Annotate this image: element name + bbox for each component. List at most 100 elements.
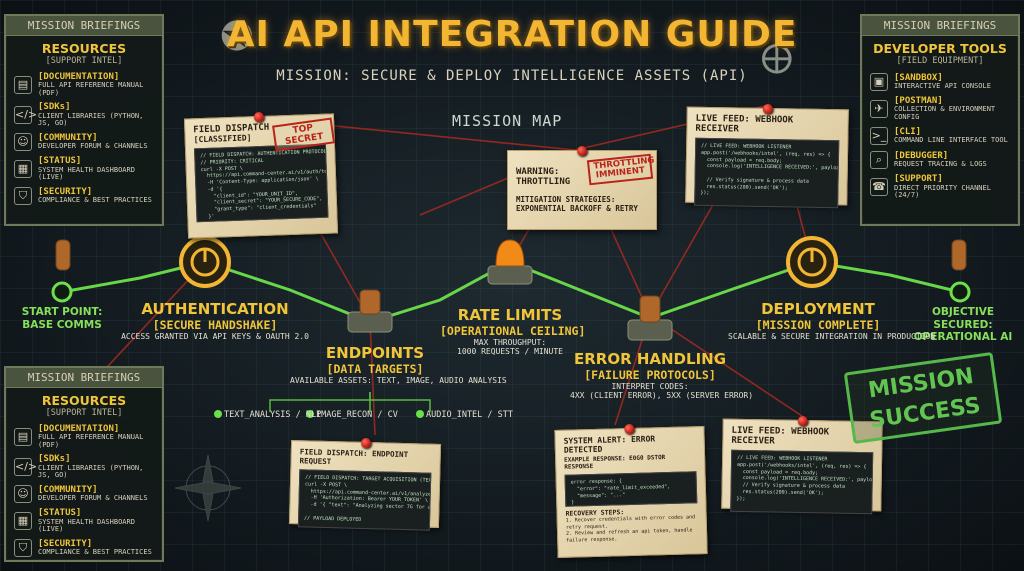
end-point-marker bbox=[949, 281, 971, 303]
panel-header: MISSION BRIEFINGS bbox=[6, 16, 162, 36]
debugger-icon: ⌕ bbox=[870, 151, 888, 170]
error-handling-relay bbox=[627, 295, 673, 341]
tool-item-debugger[interactable]: ⌕[DEBUGGER]REQUEST TRACING & LOGS bbox=[862, 148, 1018, 172]
push-pin-icon bbox=[253, 111, 265, 123]
node-desc: MAX THROUGHPUT: bbox=[473, 338, 547, 347]
node-desc: 1000 REQUESTS / MINUTE bbox=[457, 347, 563, 356]
recovery-steps: 1. Recover credentials with error codes … bbox=[565, 514, 696, 544]
warning-line2: THROTTLING bbox=[516, 177, 571, 187]
resource-item-community[interactable]: ☺[COMMUNITY]DEVELOPER FORUM & CHANNELS bbox=[6, 482, 162, 506]
community-icon: ☺ bbox=[14, 485, 32, 504]
resource-item-sdks[interactable]: </>[SDKs]CLIENT LIBRARIES (PYTHON, JS, G… bbox=[6, 452, 162, 482]
item-desc: CLIENT LIBRARIES (PYTHON, JS, GO) bbox=[38, 463, 144, 479]
item-desc: FULL API REFERENCE MANUAL (PDF) bbox=[38, 433, 144, 449]
resource-item-community[interactable]: ☺[COMMUNITY]DEVELOPER FORUM & CHANNELS bbox=[6, 130, 162, 154]
label-line2: OPERATIONAL AI bbox=[913, 331, 1013, 344]
item-desc: FULL API REFERENCE MANUAL (PDF) bbox=[38, 81, 144, 97]
resource-item-sdks[interactable]: </>[SDKs]CLIENT LIBRARIES (PYTHON, JS, G… bbox=[6, 100, 162, 130]
item-label: [SDKs] bbox=[38, 102, 71, 113]
push-pin-icon bbox=[624, 423, 635, 435]
label-line2: BASE COMMS bbox=[22, 318, 102, 331]
branch-dot bbox=[214, 410, 222, 418]
rate-limits-label[interactable]: RATE LIMITS [OPERATIONAL CEILING] MAX TH… bbox=[440, 306, 585, 356]
node-title: DEPLOYMENT bbox=[761, 300, 875, 318]
field-dispatch-card: FIELD DISPATCH [CLASSIFIED] TOP SECRET /… bbox=[183, 111, 339, 239]
panel-title: RESOURCES bbox=[41, 393, 127, 408]
warning-line1: WARNING: bbox=[516, 167, 560, 177]
item-desc: DIRECT PRIORITY CHANNEL (24/7) bbox=[894, 183, 991, 199]
panel-title: DEVELOPER TOOLS bbox=[873, 41, 1007, 56]
support-icon: ☎ bbox=[870, 178, 888, 197]
endpoints-label[interactable]: ENDPOINTS [DATA TARGETS] AVAILABLE ASSET… bbox=[290, 344, 507, 385]
push-pin-icon bbox=[577, 146, 587, 156]
tool-item-sandbox[interactable]: ▣[SANDBOX]INTERACTIVE API CONSOLE bbox=[862, 70, 1018, 94]
error-handling-label[interactable]: ERROR HANDLING [FAILURE PROTOCOLS] INTER… bbox=[570, 350, 753, 400]
resource-item-status[interactable]: ▦ [STATUS]SYSTEM HEALTH DASHBOARD (LIVE) bbox=[6, 154, 162, 184]
code-snippet: error response: { "error": "rate_limit_e… bbox=[564, 471, 698, 507]
deployment-node bbox=[786, 236, 838, 288]
resource-item-security[interactable]: ⛉[SECURITY]COMPLIANCE & BEST PRACTICES bbox=[6, 184, 162, 208]
shield-icon: ⛉ bbox=[14, 187, 32, 206]
code-icon: </> bbox=[14, 458, 37, 477]
sandbox-icon: ▣ bbox=[870, 73, 888, 91]
compass-rose bbox=[174, 454, 242, 522]
code-icon: </> bbox=[14, 106, 37, 125]
shield-icon: ⛉ bbox=[14, 539, 32, 558]
thread bbox=[649, 314, 806, 419]
label-line1: OBJECTIVE SECURED: bbox=[931, 306, 995, 331]
item-label: [STATUS] bbox=[38, 156, 82, 167]
branch-dot bbox=[306, 410, 314, 418]
terminal-icon: >_ bbox=[870, 127, 888, 146]
panel-header: MISSION BRIEFINGS bbox=[6, 368, 162, 388]
item-desc: SYSTEM HEALTH DASHBOARD (LIVE) bbox=[38, 517, 135, 534]
briefing-panel-developer-tools: MISSION BRIEFINGS DEVELOPER TOOLS [FIELD… bbox=[860, 14, 1020, 226]
label-line1: START POINT: bbox=[21, 306, 103, 318]
node-subtitle: [DATA TARGETS] bbox=[326, 362, 424, 376]
endpoint-request-card: FIELD DISPATCH: ENDPOINT REQUEST // FIEL… bbox=[288, 437, 442, 531]
item-desc: SYSTEM HEALTH DASHBOARD (LIVE) bbox=[38, 165, 135, 182]
node-subtitle: [MISSION COMPLETE] bbox=[755, 318, 881, 332]
mitigation-text: EXPONENTIAL BACKOFF & RETRY bbox=[516, 204, 638, 213]
page-title: AI API INTEGRATION GUIDE bbox=[226, 14, 798, 55]
item-label: [POSTMAN] bbox=[894, 96, 943, 106]
tool-item-cli[interactable]: >_[CLI]COMMAND LINE INTERFACE TOOL bbox=[862, 124, 1018, 148]
tool-item-support[interactable]: ☎[SUPPORT]DIRECT PRIORITY CHANNEL (24/7) bbox=[862, 172, 1018, 202]
tool-item-postman[interactable]: ✈[POSTMAN]COLLECTION & ENVIRONMENT CONFI… bbox=[862, 94, 1018, 124]
item-label: [COMMUNITY] bbox=[38, 484, 98, 495]
status-icon: ▦ bbox=[14, 160, 32, 179]
authentication-node bbox=[179, 236, 231, 288]
resource-item-status[interactable]: ▦[STATUS]SYSTEM HEALTH DASHBOARD (LIVE) bbox=[6, 506, 162, 536]
endpoint-branch-image[interactable]: IMAGE_RECON / CV bbox=[316, 410, 398, 420]
authentication-label[interactable]: AUTHENTICATION [SECURE HANDSHAKE] ACCESS… bbox=[120, 300, 310, 341]
resource-item-security[interactable]: ⛉[SECURITY]COMPLIANCE & BEST PRACTICES bbox=[6, 536, 162, 560]
resource-item-documentation[interactable]: ▤[DOCUMENTATION]FULL API REFERENCE MANUA… bbox=[6, 70, 162, 100]
resource-item-documentation[interactable]: ▤[DOCUMENTATION]FULL API REFERENCE MANUA… bbox=[6, 422, 162, 452]
thread bbox=[369, 319, 376, 436]
endpoint-branch-audio[interactable]: AUDIO_INTEL / STT bbox=[426, 410, 513, 420]
item-desc: COLLECTION & ENVIRONMENT CONFIG bbox=[894, 105, 996, 121]
panel-subtitle: [SUPPORT INTEL] bbox=[45, 56, 123, 66]
rate-limit-siren bbox=[487, 239, 533, 285]
end-vacuum-tube bbox=[951, 239, 967, 271]
code-snippet: // LIVE FEED: WEBHOOK LISTENER app.post(… bbox=[730, 449, 874, 515]
item-label: [SDKs] bbox=[38, 454, 71, 465]
node-subtitle: [SECURE HANDSHAKE] bbox=[152, 318, 278, 332]
endpoint-branch-text[interactable]: TEXT_ANALYSIS / NLP bbox=[224, 410, 322, 420]
item-label: [CLI] bbox=[894, 126, 922, 137]
item-label: [COMMUNITY] bbox=[38, 132, 98, 143]
deployment-label[interactable]: DEPLOYMENT [MISSION COMPLETE] SCALABLE &… bbox=[728, 300, 935, 341]
item-desc: DEVELOPER FORUM & CHANNELS bbox=[38, 142, 148, 151]
item-label: [SECURITY] bbox=[38, 186, 93, 197]
example-label: EXAMPLE RESPONSE: E0G0 DSTOR RESPONSE bbox=[564, 454, 666, 471]
start-point-label: START POINT: BASE COMMS bbox=[14, 306, 110, 331]
item-label: [DOCUMENTATION] bbox=[38, 72, 120, 82]
card-title: SYSTEM ALERT: ERROR DETECTED bbox=[563, 434, 656, 455]
document-icon: ▤ bbox=[14, 428, 32, 447]
card-title: LIVE FEED: WEBHOOK RECEIVER bbox=[695, 113, 794, 135]
globe-emblem-icon: 🜨 bbox=[760, 37, 794, 83]
start-point-marker bbox=[51, 281, 73, 303]
panel-subtitle: [FIELD EQUIPMENT] bbox=[896, 56, 984, 66]
node-subtitle: [FAILURE PROTOCOLS] bbox=[584, 368, 716, 382]
node-title: AUTHENTICATION bbox=[141, 300, 289, 318]
item-label: [SECURITY] bbox=[38, 538, 93, 549]
